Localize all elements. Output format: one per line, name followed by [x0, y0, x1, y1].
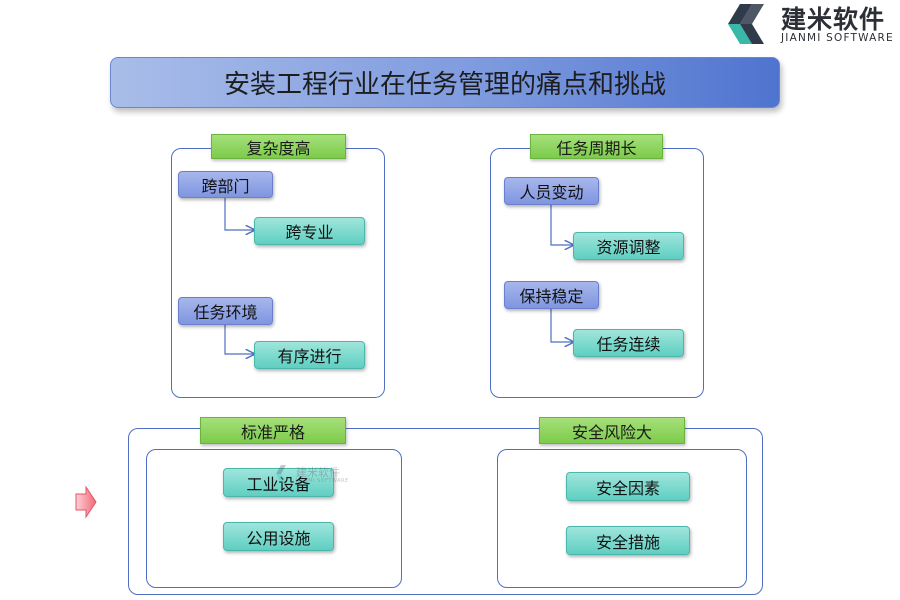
standard-header: 标准严格 — [200, 417, 346, 444]
watermark-logo-icon — [276, 465, 286, 483]
cycle-header: 任务周期长 — [530, 134, 663, 159]
arrow-right-icon — [75, 485, 97, 519]
complexity-item-1-parent: 跨部门 — [178, 171, 273, 198]
complexity-item-2-child: 有序进行 — [254, 341, 365, 369]
cycle-item-2-parent: 保持稳定 — [504, 281, 599, 309]
safety-item-1: 安全因素 — [566, 472, 690, 501]
standard-item-1: 工业设备 — [223, 468, 334, 497]
watermark-name-en: JIANMI SOFTWARE — [296, 478, 349, 484]
standard-item-2: 公用设施 — [223, 522, 334, 551]
cycle-item-2-child: 任务连续 — [573, 329, 684, 357]
cycle-item-1-parent: 人员变动 — [504, 177, 599, 205]
title-bar: 安装工程行业在任务管理的痛点和挑战 — [110, 57, 780, 108]
safety-group-frame — [497, 449, 747, 588]
safety-header: 安全风险大 — [539, 417, 685, 444]
page-title: 安装工程行业在任务管理的痛点和挑战 — [223, 70, 666, 100]
safety-item-2: 安全措施 — [566, 526, 690, 555]
logo-name-cn: 建米软件 — [781, 5, 886, 34]
logo-name-en: JIANMI SOFTWARE — [781, 32, 894, 44]
complexity-item-1-child: 跨专业 — [254, 217, 365, 245]
complexity-header: 复杂度高 — [211, 134, 346, 159]
watermark-name-cn: 建米软件 — [296, 466, 340, 479]
cycle-item-1-child: 资源调整 — [573, 232, 684, 260]
complexity-item-2-parent: 任务环境 — [178, 297, 273, 325]
jianmi-logo-icon — [728, 4, 764, 44]
